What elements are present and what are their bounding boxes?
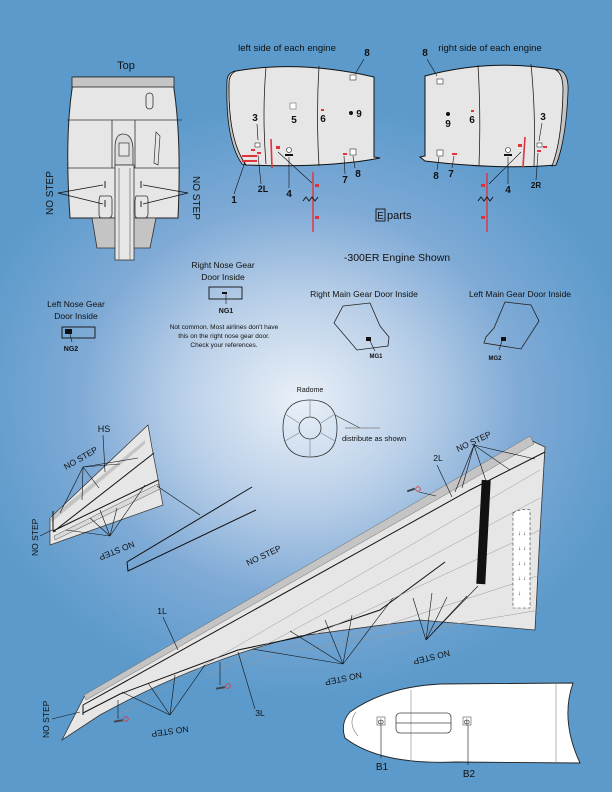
callout-7: 7 xyxy=(342,175,348,186)
left-nose-gear-title: Left Nose Gear xyxy=(47,299,105,309)
no-step-label: NO STEP xyxy=(324,670,363,688)
left-main-gear-title: Left Main Gear Door Inside xyxy=(469,289,571,299)
no-step-label: NO STEP xyxy=(455,429,493,454)
callout-2l: 2L xyxy=(433,453,443,463)
no-step-label: NO STEP xyxy=(45,171,56,215)
no-step-label: NO STEP xyxy=(62,444,100,471)
callout-6: 6 xyxy=(469,115,475,126)
no-step-label: NO STEP xyxy=(30,518,40,556)
callout-8: 8 xyxy=(433,171,439,182)
main-wing: ↓↓ ↓↓ ↓↓ ↓↓ ↓ xyxy=(41,429,546,742)
svg-text:↓: ↓ xyxy=(523,531,526,537)
horizontal-stabilizer: HS NO STEP NO STEP NO STEP xyxy=(30,424,257,572)
svg-text:↓: ↓ xyxy=(518,576,521,582)
e-parts-box xyxy=(375,208,386,222)
callout-ng1: NG1 xyxy=(219,308,234,315)
callout-5: 5 xyxy=(291,115,297,126)
right-nose-gear-subtitle: Door Inside xyxy=(201,272,245,282)
note-line-2: this on the right nose gear door. xyxy=(178,333,270,340)
callout-7: 7 xyxy=(448,169,454,180)
callout-b2: B2 xyxy=(463,769,476,780)
radome-label: Radome xyxy=(297,387,324,394)
svg-text:↓: ↓ xyxy=(523,546,526,552)
callout-9: 9 xyxy=(445,119,451,130)
parts-label: parts xyxy=(387,210,412,222)
left-side-label: left side of each engine xyxy=(238,43,336,54)
engine-top-view: Top NO STEP NO STEP xyxy=(45,60,201,261)
callout-mg2: MG2 xyxy=(488,356,502,362)
note-line-3: Check your references. xyxy=(190,342,257,349)
callout-3: 3 xyxy=(252,113,258,124)
callout-9: 9 xyxy=(356,109,362,120)
e-parts-letter: E xyxy=(377,211,384,222)
callout-3: 3 xyxy=(540,112,546,123)
no-step-label: NO STEP xyxy=(245,543,283,568)
callout-4: 4 xyxy=(286,189,292,200)
svg-text:↓: ↓ xyxy=(518,531,521,537)
left-nose-gear-door: Left Nose Gear Door Inside NG2 xyxy=(47,299,105,353)
b1-marker-icon: ф xyxy=(378,719,384,726)
callout-2l: 2L xyxy=(258,184,269,194)
callout-3l: 3L xyxy=(255,708,265,718)
no-step-label: NO STEP xyxy=(412,648,451,667)
b2-marker-icon: ф xyxy=(464,719,470,726)
right-nose-gear-title: Right Nose Gear xyxy=(191,260,254,270)
svg-text:↓: ↓ xyxy=(518,546,521,552)
engine-shown-label: -300ER Engine Shown xyxy=(344,252,450,264)
nose-section: ф ф B1 B2 xyxy=(342,682,581,780)
right-main-gear-door: Right Main Gear Door Inside MG1 xyxy=(310,289,418,360)
no-step-label: NO STEP xyxy=(97,539,136,562)
black-stripe xyxy=(476,479,491,585)
callout-4: 4 xyxy=(505,185,511,196)
svg-text:↓: ↓ xyxy=(523,576,526,582)
callout-8: 8 xyxy=(422,48,428,59)
engine-right-side: right side of each engine 8 9 6 3 2R 4 8 xyxy=(418,43,569,232)
callout-1l: 1L xyxy=(157,606,167,616)
callout-ng2: NG2 xyxy=(64,346,79,353)
callout-8: 8 xyxy=(364,48,370,59)
top-label: Top xyxy=(117,60,135,72)
svg-text:↓: ↓ xyxy=(518,561,521,567)
callout-8: 8 xyxy=(355,169,361,180)
callout-b1: B1 xyxy=(376,762,389,773)
right-main-gear-title: Right Main Gear Door Inside xyxy=(310,289,418,299)
no-step-label: NO STEP xyxy=(41,700,51,738)
left-main-gear-door: Left Main Gear Door Inside MG2 xyxy=(469,289,571,362)
callout-6: 6 xyxy=(320,114,326,125)
callout-mg1: MG1 xyxy=(369,354,383,360)
no-step-label: NO STEP xyxy=(150,724,189,739)
callout-2r: 2R xyxy=(531,181,541,190)
engine-left-side: left side of each engine 8 5 6 9 3 2L xyxy=(226,43,381,232)
right-nose-gear-door: Right Nose Gear Door Inside NG1 Not comm… xyxy=(170,260,279,349)
note-line-1: Not common. Most airlines don't have xyxy=(170,324,279,331)
hs-label: HS xyxy=(98,424,111,434)
left-nose-gear-subtitle: Door Inside xyxy=(54,311,98,321)
no-step-label: NO STEP xyxy=(190,176,201,220)
svg-text:↓: ↓ xyxy=(518,591,521,597)
right-side-label: right side of each engine xyxy=(438,43,542,54)
svg-text:↓: ↓ xyxy=(523,561,526,567)
distribute-label: distribute as shown xyxy=(342,434,406,443)
callout-1: 1 xyxy=(231,195,237,206)
radome-diagram: Radome distribute as shown xyxy=(282,387,406,458)
